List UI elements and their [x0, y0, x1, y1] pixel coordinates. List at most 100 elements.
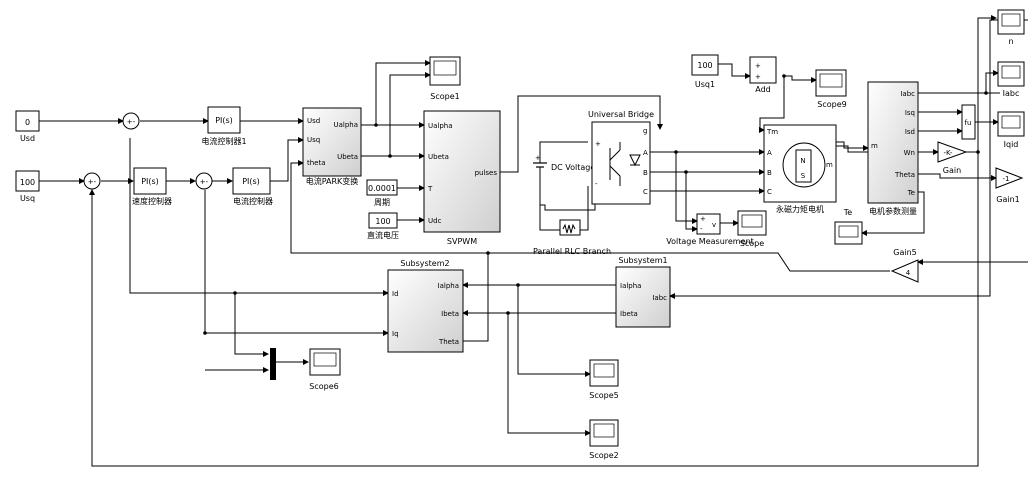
sum-2-signs: +- — [88, 178, 97, 186]
svpwm-block[interactable]: Ualpha Ubeta T Udc pulses SVPWM — [423, 110, 501, 246]
motor-label: 永磁力矩电机 — [776, 204, 824, 214]
svpwm-in-t: T — [427, 185, 433, 193]
period-value: 0.0001 — [368, 184, 396, 193]
pi-current-controller-1[interactable]: PI(s) 电流控制器1 — [201, 106, 247, 146]
subsystem1-out-ialpha: Ialpha — [620, 282, 641, 290]
signal-lines — [39, 15, 1028, 467]
park-in-usq: Usq — [307, 136, 320, 144]
svpwm-in-udc: Udc — [428, 217, 442, 225]
scope6-label: Scope6 — [309, 382, 338, 391]
measure-out-isq: Isq — [905, 109, 915, 117]
subsystem1-label: Subsystem1 — [618, 256, 667, 265]
vm-port-minus: - — [700, 225, 703, 233]
usq-constant[interactable]: 100 Usq — [15, 170, 40, 203]
add-sign-1: + — [755, 62, 761, 70]
gain-block[interactable]: -K- Gain — [937, 141, 968, 175]
voltage-measurement-block[interactable]: + - v Voltage Measurement — [666, 213, 754, 246]
subsystem2-out-ialpha: Ialpha — [438, 282, 459, 290]
pi-speed-label: 速度控制器 — [132, 196, 172, 206]
pi-current1-label: 电流控制器1 — [201, 136, 246, 146]
pi-current1-text: PI(s) — [215, 116, 233, 125]
scope2-block[interactable]: Scope2 — [589, 419, 619, 460]
usq-label: Usq — [20, 194, 35, 203]
subsystem1-in-iabc: Iabc — [652, 294, 667, 302]
universal-bridge-block[interactable]: Universal Bridge g A B C + - — [588, 110, 654, 205]
dcvolt-label: 直流电压 — [367, 230, 399, 240]
svpwm-in-ualpha: Ualpha — [428, 122, 453, 130]
park-transform-block[interactable]: Usd Usq theta Ualpha Ubeta 电流PARK变换 — [302, 107, 362, 186]
scope6-block[interactable]: Scope6 — [309, 348, 341, 391]
bridge-port-minus: - — [595, 180, 598, 188]
iabc-scope-block[interactable]: Iabc — [997, 61, 1025, 98]
measure-in-m: m — [871, 142, 878, 150]
period-label: 周期 — [374, 198, 390, 207]
park-in-theta: theta — [307, 159, 326, 167]
te-scope-label: Te — [843, 208, 853, 217]
dc-voltage-source[interactable]: + DC Voltage — [533, 150, 595, 180]
usq1-value: 100 — [697, 61, 712, 70]
motor-port-m: m — [826, 161, 833, 169]
dc-voltage-constant[interactable]: 100 直流电压 — [367, 212, 399, 240]
sum-block-3[interactable]: +- — [195, 172, 213, 190]
motor-port-a: A — [767, 149, 772, 157]
period-constant[interactable]: 0.0001 周期 — [366, 179, 398, 207]
te-scope-block[interactable]: Te — [834, 208, 863, 245]
add-block[interactable]: + + Add — [749, 56, 777, 94]
bridge-port-b: B — [643, 169, 648, 177]
usq1-constant[interactable]: 100 Usq1 — [691, 54, 719, 89]
svpwm-label: SVPWM — [447, 237, 477, 246]
n-scope-block[interactable]: n — [997, 9, 1025, 46]
measure-label: 电机参数测量 — [869, 206, 917, 216]
motor-pole-s: S — [801, 172, 806, 180]
motor-port-c: C — [767, 188, 772, 196]
sum-block-2[interactable]: +- — [83, 172, 101, 190]
usd-label: Usd — [20, 134, 35, 143]
scope1-label: Scope1 — [430, 92, 459, 101]
pm-torque-motor-block[interactable]: N S Tm A B C m 永磁力矩电机 — [763, 124, 837, 214]
pi-current-label: 电流控制器 — [233, 196, 273, 206]
usq-value: 100 — [20, 178, 35, 187]
iqid-scope-block[interactable]: Iqid — [997, 111, 1025, 149]
usd-value: 0 — [25, 118, 30, 127]
rlc-label: Parallel RLC Branch — [533, 247, 611, 256]
mux-bar[interactable] — [270, 348, 276, 380]
measure-out-iabc: Iabc — [900, 90, 915, 98]
scope2-label: Scope2 — [589, 451, 618, 460]
gain5-block[interactable]: 4 Gain5 — [890, 248, 919, 283]
measure-out-te: Te — [907, 189, 915, 197]
subsystem1-block[interactable]: Subsystem1 Iabc Ialpha Ibeta — [615, 256, 671, 328]
sum-block-1[interactable]: +- — [122, 112, 140, 130]
svg-text:+: + — [535, 154, 541, 162]
scope1-block[interactable]: Scope1 — [429, 56, 461, 101]
bridge-port-a: A — [643, 149, 648, 157]
bridge-port-c: C — [643, 188, 648, 196]
scope-block[interactable]: Scope — [737, 210, 767, 248]
subsystem2-block[interactable]: Subsystem2 Id Iq Ialpha Ibeta Theta — [387, 259, 464, 353]
scope5-block[interactable]: Scope5 — [589, 359, 619, 400]
parallel-rlc-branch[interactable]: Parallel RLC Branch — [533, 219, 611, 256]
motor-measurement-block[interactable]: m Iabc Isq Isd Wn Theta Te 电机参数测量 — [867, 81, 919, 216]
park-out-ualpha: Ualpha — [333, 121, 358, 129]
subsystem2-out-ibeta: Ibeta — [441, 310, 459, 318]
iabc-scope-label: Iabc — [1003, 89, 1020, 98]
usd-constant[interactable]: 0 Usd — [15, 110, 40, 143]
subsystem2-out-theta: Theta — [438, 338, 459, 346]
mux-fu-block[interactable]: fu — [961, 104, 976, 140]
pi-speed-text: PI(s) — [141, 177, 159, 186]
scope5-label: Scope5 — [589, 391, 618, 400]
add-label: Add — [755, 85, 771, 94]
park-in-usd: Usd — [307, 117, 320, 125]
park-label: 电流PARK变换 — [306, 176, 359, 186]
pi-current-text: PI(s) — [242, 177, 260, 186]
n-scope-label: n — [1008, 37, 1013, 46]
sum-3-signs: +- — [200, 178, 209, 186]
pi-current-controller[interactable]: PI(s) 电流控制器 — [232, 167, 273, 206]
gain1-block[interactable]: -1 Gain1 — [995, 167, 1024, 204]
pi-speed-controller[interactable]: PI(s) 速度控制器 — [132, 167, 172, 206]
gain5-label: Gain5 — [893, 248, 916, 257]
scope-label: Scope — [740, 239, 764, 248]
motor-port-tm: Tm — [766, 128, 778, 136]
subsystem2-label: Subsystem2 — [400, 259, 449, 268]
scope9-block[interactable]: Scope9 — [815, 69, 847, 109]
